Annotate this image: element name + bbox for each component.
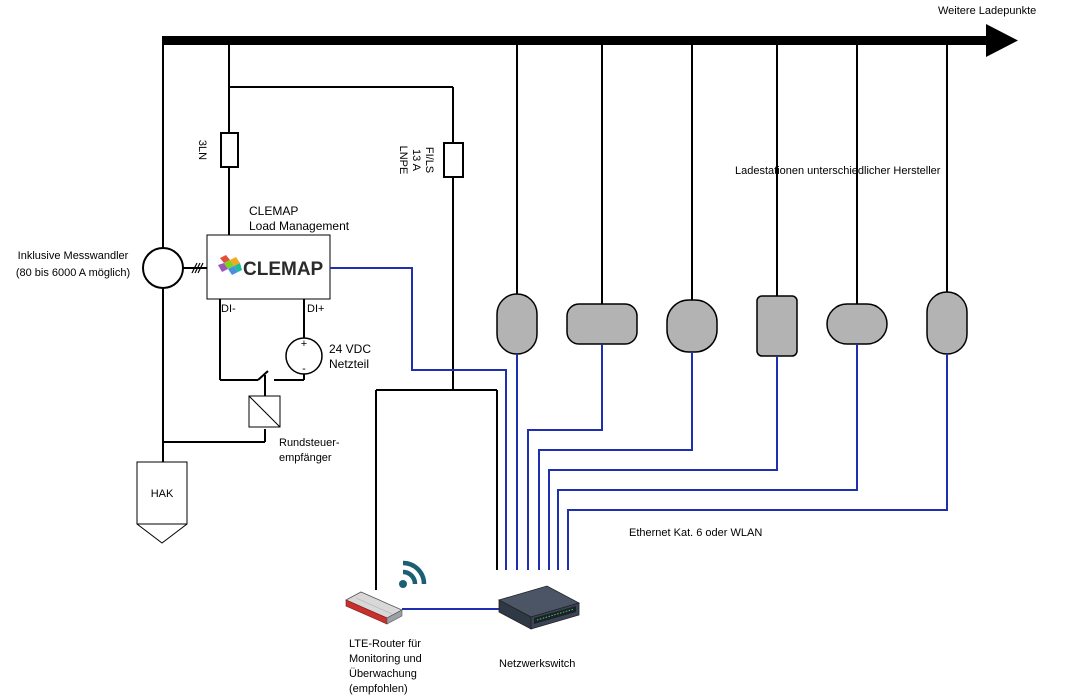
clemap-title-line2: Load Management: [249, 219, 350, 233]
ethernet-label: Ethernet Kat. 6 oder WLAN: [629, 527, 762, 539]
bus-label: Weitere Ladepunkte: [938, 5, 1036, 17]
router-label-line3: Überwachung: [349, 668, 417, 680]
current-transformer: [142, 247, 207, 289]
chargers-label: Ladestationen unterschiedlicher Herstell…: [735, 165, 941, 177]
switch-label: Netzwerkswitch: [499, 658, 575, 670]
clemap-logo-text: CLEMAP: [243, 259, 324, 280]
fuse-psu-icon: [443, 142, 464, 178]
fuse-psu-line3: LNPE: [397, 146, 409, 175]
clemap-title-line1: CLEMAP: [249, 204, 298, 218]
ripple-receiver-line2: empfänger: [279, 452, 332, 464]
charger-4: [756, 295, 798, 357]
charger-feeders: [516, 40, 948, 304]
fuse-psu-line2: 13 A: [410, 149, 422, 172]
router-label-line1: LTE-Router für: [349, 638, 421, 650]
psu-minus: -: [302, 363, 306, 375]
network-power: [375, 389, 498, 590]
control-circuit: [219, 299, 305, 396]
ripple-receiver-line1: Rundsteuer-: [279, 437, 340, 449]
ct-label-line2: (80 bis 6000 A möglich): [16, 267, 130, 279]
psu-icon: [285, 337, 323, 375]
lte-router-icon: [345, 591, 403, 625]
charger-3: [666, 299, 718, 353]
fuse-main-icon: [220, 132, 239, 168]
charger-1: [496, 293, 538, 355]
ct-label-line1: Inklusive Messwandler: [18, 250, 129, 262]
psu-label-line1: 24 VDC: [329, 342, 371, 356]
charger-5: [826, 303, 888, 345]
charger-6: [926, 291, 968, 355]
router-label-line4: (empfohlen): [349, 683, 408, 695]
router-label-line2: Monitoring und: [349, 653, 422, 665]
clemap-device: CLEMAP: [206, 234, 331, 300]
ripple-receiver-icon: [248, 395, 281, 428]
hak-label: HAK: [151, 488, 174, 500]
psu-plus: +: [301, 338, 307, 350]
wifi-icon: [399, 560, 427, 588]
fuse-psu-line1: FI/LS: [423, 147, 435, 173]
main-bus: [162, 24, 1018, 57]
fuse-main-label: 3LN: [196, 140, 208, 160]
psu-label-line2: Netzteil: [329, 357, 369, 371]
clemap-logo-icon: [218, 255, 242, 275]
charger-2: [566, 303, 638, 345]
clemap-port-minus: DI-: [221, 303, 236, 315]
hak-box: [136, 461, 188, 544]
clemap-port-plus: DI+: [307, 303, 324, 315]
charger-stations: [496, 291, 968, 357]
network-switch-icon: [497, 585, 581, 630]
network-cables: [330, 267, 948, 610]
